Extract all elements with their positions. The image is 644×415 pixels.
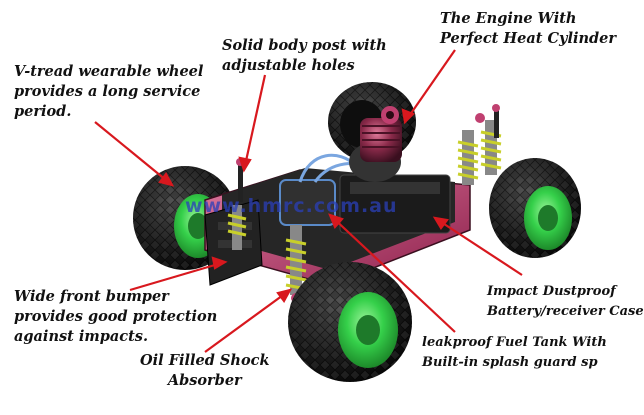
- engine-label-line-2: Perfect Heat Cylinder: [440, 30, 617, 47]
- fuel-tank: [279, 179, 336, 226]
- engine-label: The Engine With Perfect Heat Cylinder: [440, 9, 616, 49]
- wheel-label-line-2: provides a long service: [14, 83, 201, 100]
- body-post-label-line-1: Solid body post with: [222, 37, 387, 54]
- bumper-label-line-1: Wide front bumper: [14, 288, 169, 305]
- bumper-label: Wide front bumper provides good protecti…: [14, 287, 217, 347]
- shock-label-line-2: Absorber: [167, 372, 242, 389]
- wheel-label: V-tread wearable wheel provides a long s…: [14, 62, 203, 122]
- body-post-label: Solid body post with adjustable holes: [222, 36, 387, 76]
- engine-arrow: [404, 49, 456, 123]
- wheel-label-line-3: period.: [14, 103, 72, 120]
- rear-shocks: [457, 113, 502, 185]
- shock-label-line-1: Oil Filled Shock: [140, 352, 270, 369]
- case-arrow: [434, 217, 523, 276]
- case-label: Impact Dustproof Battery/receiver Case: [487, 282, 644, 322]
- wheel-arrow: [94, 121, 173, 186]
- shock-arrow: [204, 289, 291, 353]
- wheel-label-line-1: V-tread wearable wheel: [14, 63, 204, 80]
- fuel-tank-label-line-1: leakproof Fuel Tank With: [422, 335, 607, 350]
- case-label-line-1: Impact Dustproof: [487, 284, 616, 299]
- fuel-tank-label: leakproof Fuel Tank With Built-in splash…: [422, 333, 607, 373]
- fuel-tank-arrow: [329, 214, 456, 333]
- watermark: www.hmrc.com.au: [185, 195, 398, 217]
- body-post-arrow: [242, 74, 267, 171]
- bumper-label-line-3: against impacts.: [14, 328, 149, 345]
- body-post-label-line-2: adjustable holes: [222, 57, 355, 74]
- front-right-wheel: [288, 262, 412, 382]
- callout-arrows: [94, 49, 523, 353]
- rear-right-wheel: [489, 158, 581, 258]
- bumper-arrow: [129, 260, 226, 292]
- case-label-line-2: Battery/receiver Case: [487, 304, 644, 319]
- shock-label: Oil Filled Shock Absorber: [140, 351, 270, 391]
- fuel-tank-label-line-2: Built-in splash guard sp: [422, 355, 598, 370]
- engine: [349, 106, 402, 182]
- engine-label-line-1: The Engine With: [440, 10, 577, 27]
- bumper-label-line-2: provides good protection: [14, 308, 218, 325]
